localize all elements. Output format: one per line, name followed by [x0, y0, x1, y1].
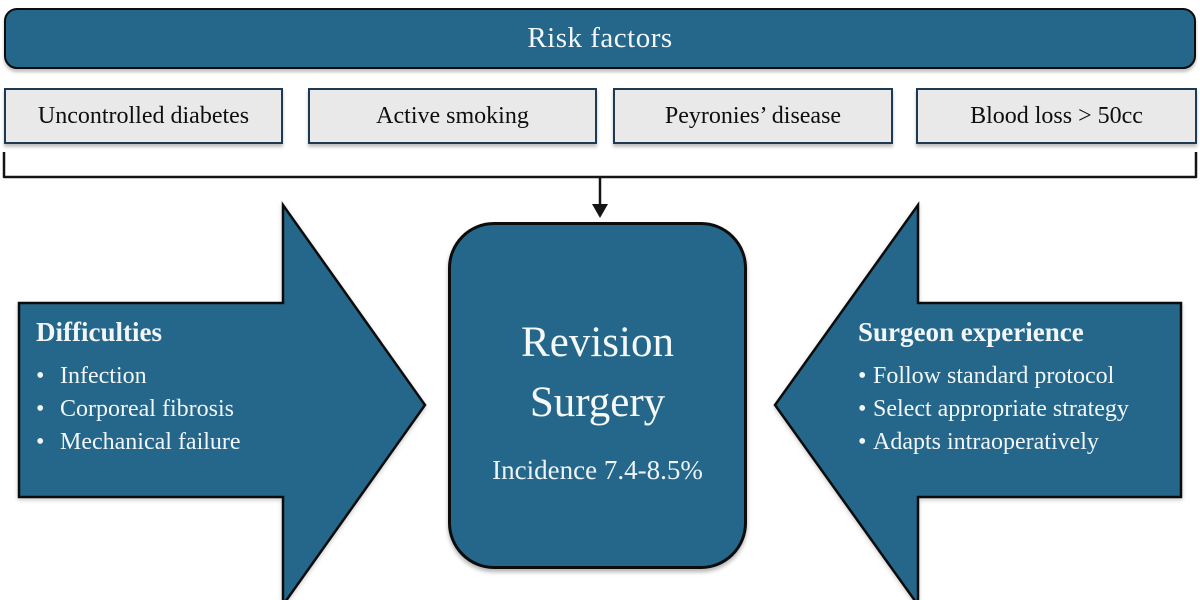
- revision-surgery-box: Revision Surgery Incidence 7.4-8.5%: [448, 222, 747, 569]
- difficulties-block: Difficulties • Infection • Corporeal fib…: [36, 316, 296, 459]
- risk-factor-box-peyronies: Peyronies’ disease: [613, 88, 893, 144]
- risk-factors-banner: Risk factors: [4, 8, 1196, 69]
- list-item: • Corporeal fibrosis: [36, 393, 296, 426]
- list-item: • Follow standard protocol: [858, 360, 1188, 393]
- risk-factor-label: Active smoking: [376, 102, 529, 129]
- bullet-icon: •: [858, 363, 867, 389]
- list-item-label: Select appropriate strategy: [873, 396, 1129, 422]
- risk-factor-box-smoking: Active smoking: [308, 88, 597, 144]
- risk-factor-box-diabetes: Uncontrolled diabetes: [4, 88, 283, 144]
- center-title: Revision Surgery: [521, 313, 674, 433]
- list-item: • Infection: [36, 360, 296, 393]
- list-item: • Mechanical failure: [36, 426, 296, 459]
- difficulties-list: • Infection • Corporeal fibrosis • Mecha…: [36, 360, 296, 459]
- bullet-icon: •: [858, 396, 867, 422]
- list-item-label: Follow standard protocol: [873, 363, 1115, 389]
- risk-factor-label: Blood loss > 50cc: [970, 102, 1143, 129]
- center-title-line2: Surgery: [529, 379, 666, 426]
- list-item: • Adapts intraoperatively: [858, 426, 1188, 459]
- risk-factor-box-blood-loss: Blood loss > 50cc: [916, 88, 1197, 144]
- center-title-line1: Revision: [521, 319, 674, 366]
- surgeon-experience-list: • Follow standard protocol • Select appr…: [858, 360, 1188, 459]
- bullet-icon: •: [36, 363, 45, 389]
- bullet-icon: •: [36, 396, 45, 422]
- list-item-label: Corporeal fibrosis: [60, 396, 234, 422]
- list-item-label: Mechanical failure: [60, 429, 241, 455]
- list-item-label: Infection: [60, 363, 147, 389]
- bullet-icon: •: [858, 429, 867, 455]
- surgeon-experience-block: Surgeon experience • Follow standard pro…: [858, 316, 1188, 459]
- bullet-icon: •: [36, 429, 45, 455]
- banner-title: Risk factors: [527, 22, 673, 54]
- down-arrowhead-icon: [592, 204, 608, 218]
- bracket-line: [2, 152, 1198, 179]
- surgeon-experience-title: Surgeon experience: [858, 317, 1084, 347]
- risk-factor-label: Peyronies’ disease: [664, 102, 842, 129]
- difficulties-title: Difficulties: [36, 317, 162, 347]
- list-item: • Select appropriate strategy: [858, 393, 1188, 426]
- risk-factor-label: Uncontrolled diabetes: [37, 102, 250, 129]
- list-item-label: Adapts intraoperatively: [873, 429, 1099, 455]
- incidence-text: Incidence 7.4-8.5%: [492, 455, 703, 485]
